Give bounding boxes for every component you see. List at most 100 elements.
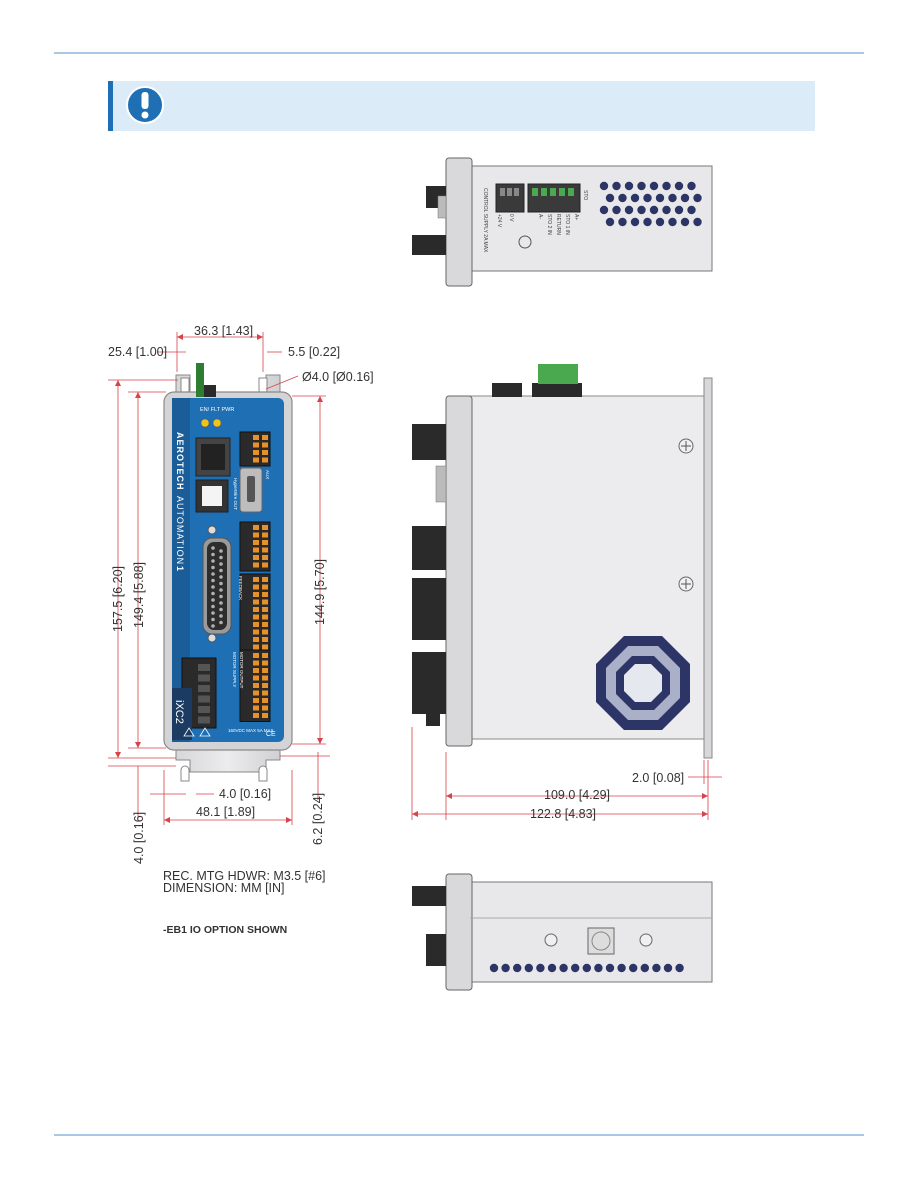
db-pin (211, 585, 215, 589)
vent-hole (687, 181, 696, 191)
motor-pin (198, 674, 210, 682)
vent-hole (630, 217, 640, 227)
vent-hole (536, 963, 545, 973)
top-control-supply-label: CONTROL SUPPLY 2A MAX (482, 188, 488, 253)
terminal-pin (262, 584, 268, 590)
vent-hole (594, 963, 603, 973)
db-pin (211, 572, 215, 576)
vent-hole (662, 205, 671, 215)
fan-grille (596, 636, 690, 730)
terminal-pin (262, 683, 268, 688)
db-pin (219, 555, 223, 560)
terminal-pin (262, 607, 268, 612)
terminal-pin (253, 547, 259, 553)
led-labels: EN/ FLT PWR (200, 407, 234, 413)
vent-hole (687, 205, 696, 215)
dim-body-depth: 109.0 [4.29] (544, 788, 610, 802)
terminal-pin (262, 450, 268, 455)
db-pin (219, 601, 223, 605)
terminal-pin (262, 592, 268, 597)
mounting-hardware-note: REC. MTG HDWR: M3.5 [#6] (163, 869, 326, 883)
terminal-pin (253, 555, 259, 560)
dim-slot-offset: 25.4 [1.00] (108, 345, 167, 359)
vent-hole (674, 205, 684, 215)
terminal-pin (262, 457, 268, 463)
terminal-pin (262, 675, 268, 681)
vent-hole (663, 963, 673, 973)
terminal-pin (253, 668, 259, 673)
vent-hole (618, 217, 627, 227)
dim-flange-thickness: 2.0 [0.08] (632, 771, 684, 785)
db-pin (219, 620, 223, 625)
vent-hole (643, 217, 652, 227)
terminal-pin (262, 637, 268, 642)
terminal-pin (262, 668, 268, 673)
dim-width-top: 36.3 [1.43] (194, 324, 253, 338)
top-view: CONTROL SUPPLY 2A MAX +24 V 0 V STO STO … (412, 157, 713, 287)
terminal-pin (262, 555, 268, 560)
motor-output-label: MOTOR OUTPUT (239, 652, 244, 689)
terminal-pin (262, 540, 268, 545)
terminal-pin (253, 607, 259, 612)
header-rule (54, 52, 864, 54)
vent-hole (649, 181, 659, 191)
terminal-pin (253, 577, 259, 582)
db-pin (219, 581, 223, 586)
terminal-pin (253, 683, 259, 688)
dimension-lines (108, 332, 722, 825)
top-0v-label: 0 V (508, 214, 514, 222)
io-option-note: -EB1 IO OPTION SHOWN (163, 924, 288, 936)
dim-slot-width: 5.5 [0.22] (288, 345, 340, 359)
feedback-label: FEEDBACK (238, 576, 243, 600)
terminal-pin (253, 435, 259, 440)
terminal-pin (253, 653, 259, 658)
aux-label: AUX (265, 470, 270, 479)
vent-hole (649, 205, 659, 215)
db-pin (219, 594, 223, 599)
footer-rule (54, 1134, 864, 1136)
terminal-pin (262, 705, 268, 711)
db-pin (219, 588, 223, 592)
terminal-pin (253, 592, 259, 597)
terminal-pin (253, 532, 259, 538)
vent-hole (624, 205, 634, 215)
vent-hole (640, 963, 649, 973)
db-pin (211, 617, 215, 622)
vent-hole (524, 963, 533, 973)
motor-pin (198, 664, 210, 671)
terminal-pin (262, 622, 268, 627)
terminal-pin (253, 698, 259, 703)
model-label: iXC2 (173, 700, 185, 724)
product-line-label: AUTOMATION (175, 496, 185, 565)
vent-hole (662, 181, 671, 191)
terminal-pin (262, 644, 268, 650)
vent-hole (655, 217, 665, 227)
terminal-pin (262, 562, 268, 568)
terminal-pin (262, 525, 268, 530)
vent-hole (624, 181, 634, 191)
dim-overall-depth: 122.8 [4.83] (530, 807, 596, 821)
db-pin (211, 578, 215, 583)
terminal-pin (253, 660, 259, 666)
vent-hole (612, 205, 621, 215)
motor-pin (198, 716, 210, 724)
terminal-pin (253, 644, 259, 650)
vent-hole (605, 193, 615, 203)
product-line-digit: 1 (175, 566, 185, 571)
vent-hole (652, 963, 661, 973)
vent-hole (501, 963, 510, 973)
vent-hole (612, 181, 621, 191)
terminal-pin (253, 584, 259, 590)
vent-hole (617, 963, 626, 973)
vent-hole (582, 963, 591, 973)
vent-hole (605, 963, 615, 973)
terminal-pin (262, 577, 268, 582)
terminal-pin (262, 614, 268, 620)
dim-overall-height: 157.5 [6.20] (111, 566, 125, 632)
dim-bottom-flange: 6.2 [0.24] (311, 793, 325, 845)
vent-hole (571, 963, 580, 973)
terminal-pin (253, 450, 259, 455)
vent-hole (643, 193, 652, 203)
vent-hole (675, 963, 684, 973)
vent-hole (489, 963, 499, 973)
